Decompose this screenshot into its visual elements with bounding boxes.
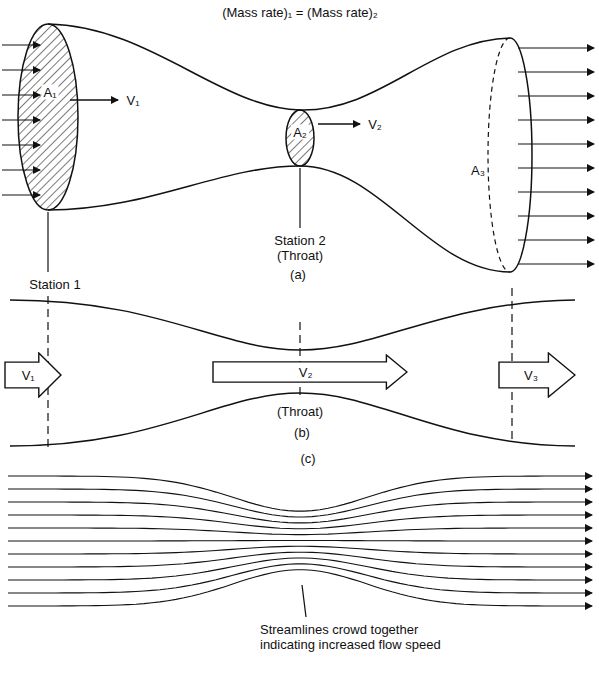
label: Streamlines crowd together indicating in…	[258, 622, 452, 652]
streamline	[8, 570, 592, 606]
label: A₂	[291, 125, 309, 140]
streamline	[8, 558, 592, 580]
label: V₁	[124, 93, 141, 108]
velocity-label: V₂	[299, 365, 313, 380]
streamline	[8, 528, 592, 535]
label: (Throat)	[275, 404, 325, 419]
flow-arrow	[518, 71, 594, 72]
label: (c)	[298, 451, 317, 466]
label: (b)	[292, 425, 312, 440]
streamline	[8, 552, 592, 567]
flow-arrow	[518, 47, 594, 48]
flow-arrow	[2, 119, 40, 120]
label: Station 1	[27, 277, 82, 292]
streamline	[8, 515, 592, 529]
velocity-arrow: V₁	[4, 352, 62, 398]
velocity-arrow: V₂	[212, 354, 408, 390]
label: (a)	[288, 267, 308, 282]
flow-arrow	[518, 215, 594, 216]
streamline	[8, 502, 592, 523]
streamline	[8, 564, 592, 593]
flow-arrow	[518, 191, 594, 192]
label: V₂	[366, 117, 384, 132]
streamline	[8, 546, 592, 554]
label: A₃	[469, 163, 487, 178]
flow-arrow	[2, 44, 40, 45]
velocity-arrow: V₃	[498, 352, 576, 398]
flow-arrow	[2, 94, 40, 95]
flow-arrow	[2, 69, 40, 70]
flow-arrow	[518, 239, 594, 240]
label: Station 2 (Throat)	[253, 233, 347, 263]
flow-arrow	[518, 167, 594, 168]
label: (Mass rate)₁ = (Mass rate)₂	[220, 5, 380, 20]
velocity-label: V₁	[22, 368, 35, 383]
streamline	[8, 540, 592, 542]
label: A₁	[41, 85, 58, 100]
flow-arrow	[2, 144, 40, 145]
flow-arrow	[2, 169, 40, 170]
streamline	[8, 476, 592, 511]
flow-arrow	[518, 263, 594, 264]
flow-arrow	[518, 95, 594, 96]
flow-arrow	[518, 119, 594, 120]
flow-arrow	[2, 194, 40, 195]
flow-arrow	[518, 143, 594, 144]
velocity-label: V₃	[524, 368, 538, 383]
streamline	[8, 489, 592, 517]
